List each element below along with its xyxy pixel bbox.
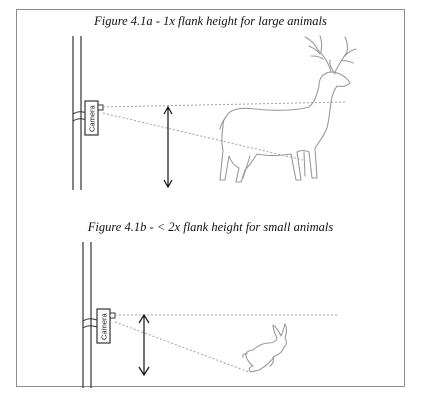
figure-frame: Figure 4.1a - 1x flank height for large … [16, 9, 405, 388]
diagram-canvas: Camera [72, 35, 357, 388]
height-arrow-b-top [138, 313, 150, 324]
camera-a-label: Camera [88, 104, 97, 132]
camera-a-lens [97, 104, 104, 111]
figure-a-diagram: Camera [72, 35, 357, 190]
deer-silhouette [219, 35, 357, 183]
figure-caption-a: Figure 4.1a - 1x flank height for large … [94, 14, 327, 28]
sightline-a-lower [102, 112, 304, 161]
height-arrow-b-bottom [138, 366, 150, 377]
camera-b-lens [109, 312, 116, 319]
camera-b-body [96, 308, 111, 344]
camera-strap-b [82, 318, 98, 329]
height-arrow-a-top [163, 105, 173, 115]
sightline-b-lower [114, 321, 250, 373]
rabbit-silhouette [242, 323, 288, 373]
camera-b-label: Camera [100, 312, 109, 340]
sightline-a-upper [102, 101, 346, 108]
camera-a-body [84, 100, 99, 136]
figure-b-diagram: Camera [82, 242, 339, 388]
figure-caption-b: Figure 4.1b - < 2x flank height for smal… [87, 220, 334, 234]
height-arrow-a-bottom [163, 179, 173, 189]
